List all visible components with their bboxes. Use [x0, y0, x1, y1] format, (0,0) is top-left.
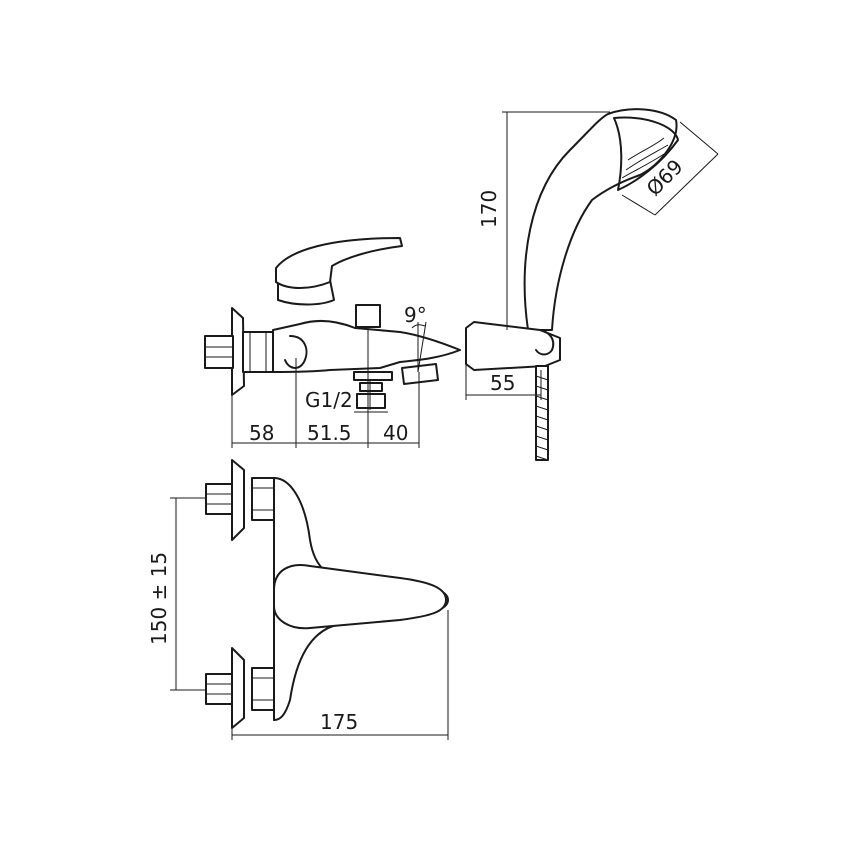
dim-spout-angle: 9°: [404, 303, 427, 327]
dim-handset-height: 170: [477, 190, 501, 228]
handshower-view: [465, 108, 679, 461]
dim-thread: G1/2: [305, 388, 353, 412]
top-view-dimensions: [170, 497, 449, 740]
handshower-dimensions: [465, 111, 719, 400]
mixer-top-view: [205, 459, 449, 729]
mixer-side-view: [204, 237, 461, 410]
dim-spout-tip: 40: [383, 421, 408, 445]
dim-inlet-spacing: 150 ± 15: [147, 552, 171, 645]
side-view-dimensions: [231, 330, 420, 448]
dim-holder-depth: 55: [490, 371, 515, 395]
dim-body-length: 175: [320, 710, 358, 734]
dim-wall-offset: 58: [249, 421, 274, 445]
dim-spout-base: 51.5: [307, 421, 352, 445]
